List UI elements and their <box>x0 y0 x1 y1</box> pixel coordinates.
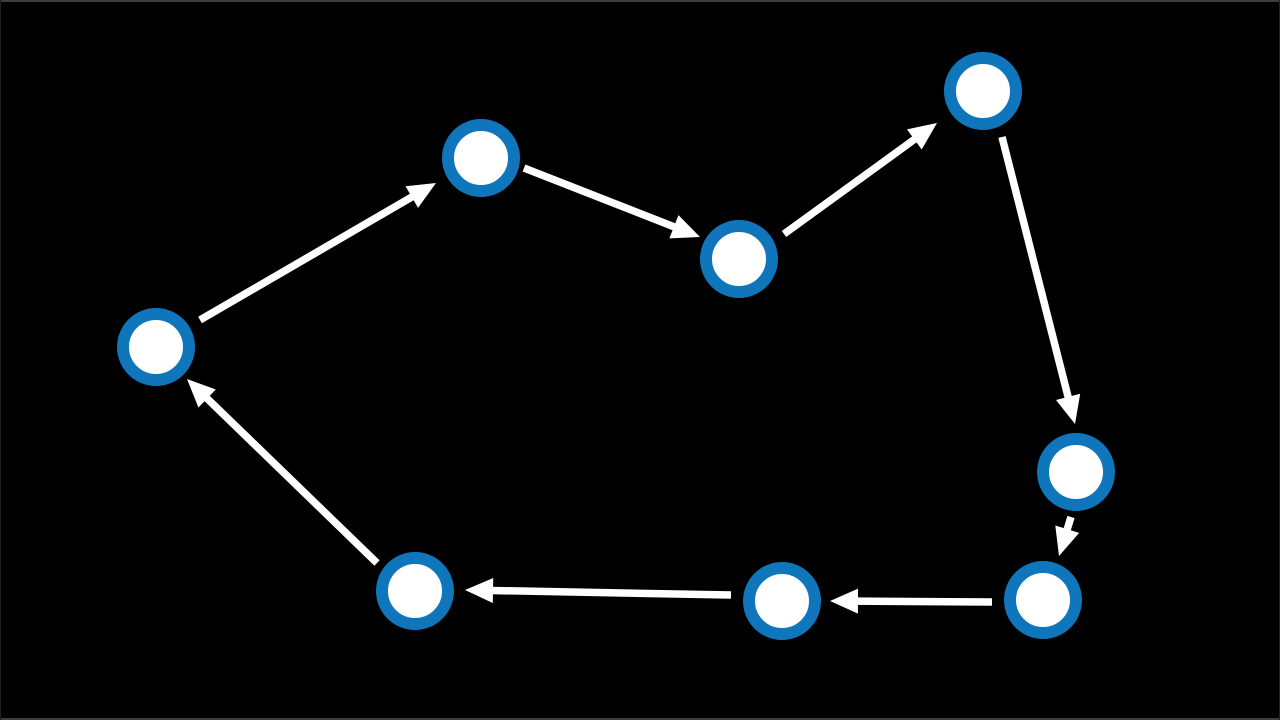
arrowhead-icon <box>830 588 859 614</box>
arrowhead-icon <box>465 578 494 604</box>
arrowhead-icon <box>405 183 436 208</box>
graph-node-right <box>1037 433 1115 511</box>
frame-border-left <box>0 0 1 720</box>
graph-edge-n6-to-n7 <box>830 588 993 614</box>
arrowhead-icon <box>906 123 937 150</box>
arrowhead-icon <box>187 379 216 408</box>
arrowhead-icon <box>1055 393 1081 424</box>
edge-shaft <box>198 192 416 324</box>
frame-border-bottom <box>0 718 1280 720</box>
graph-edge-n4-to-n5 <box>998 136 1081 424</box>
graph-edge-n1-to-n2 <box>198 183 436 324</box>
edge-shaft <box>855 597 993 606</box>
graph-node-bottom-right <box>1004 561 1082 639</box>
edge-shaft <box>781 135 919 238</box>
arrowhead-icon <box>1055 525 1080 556</box>
graph-edge-n5-to-n6 <box>1055 515 1080 556</box>
graph-edge-n3-to-n4 <box>781 123 937 238</box>
edge-shaft <box>998 136 1073 400</box>
graph-edge-n2-to-n3 <box>522 164 700 239</box>
graph-edge-n8-to-n1 <box>187 379 380 566</box>
graph-node-top-right <box>944 52 1022 130</box>
arrowhead-icon <box>669 215 700 239</box>
edge-shaft <box>490 586 732 599</box>
frame-border-top <box>0 0 1280 2</box>
graph-edge-n7-to-n8 <box>465 578 732 604</box>
graph-node-bottom-left <box>376 552 454 630</box>
graph-node-top-middle <box>700 220 778 298</box>
graph-node-left <box>117 308 195 386</box>
edge-shaft <box>1063 515 1075 533</box>
edge-shaft <box>522 164 678 232</box>
graph-node-upper-left <box>442 119 520 197</box>
edge-shaft <box>203 394 380 566</box>
graph-node-bottom-middle <box>743 562 821 640</box>
